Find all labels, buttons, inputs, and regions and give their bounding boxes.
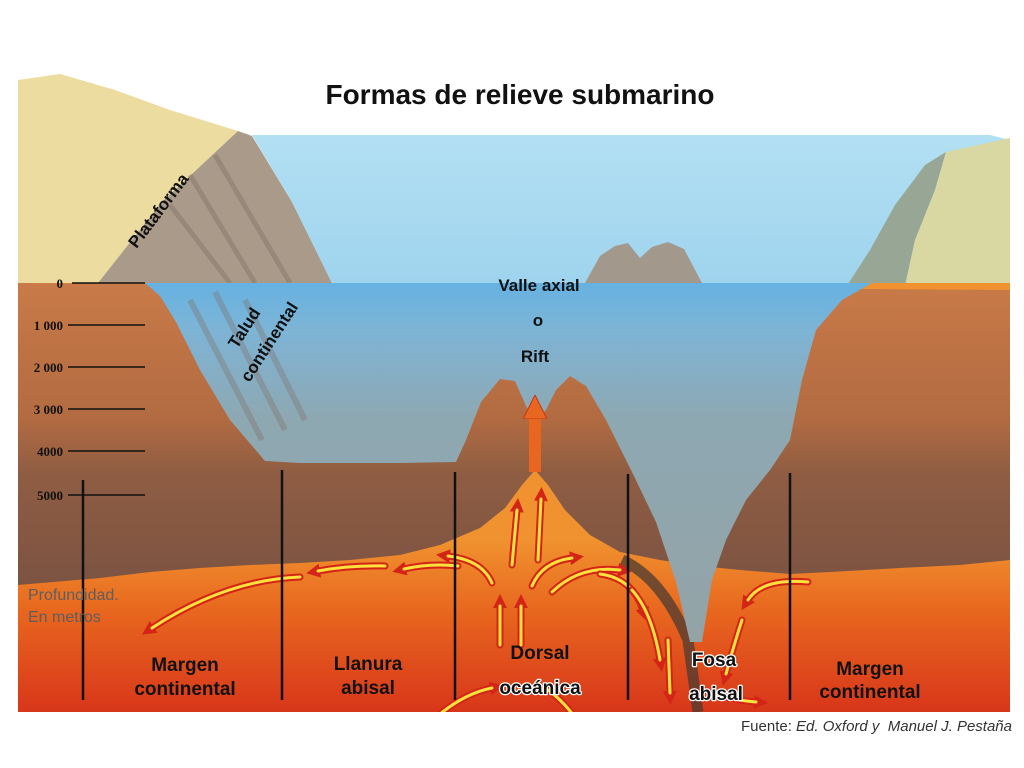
zone-label-fosa: Fosa xyxy=(692,650,737,671)
continental-shelf-slope xyxy=(98,131,332,283)
convection-arrow xyxy=(548,562,632,596)
label-valle-axial: Valle axial xyxy=(498,276,579,295)
label-valle-or: o xyxy=(533,311,543,330)
zone-label-llanura: Llanura xyxy=(334,654,403,675)
depth-tick-label: 1 000 xyxy=(34,318,63,333)
page-title: Formas de relieve submarino xyxy=(325,79,714,110)
right-coastal-land xyxy=(905,138,1010,292)
coastal-land xyxy=(18,74,238,283)
zone-label-margen-left-2: continental xyxy=(134,679,235,700)
convection-arrow xyxy=(437,681,504,712)
zone-label-margen-right: Margen xyxy=(836,659,904,680)
depth-tick-label: 3 000 xyxy=(34,402,63,417)
shelf-streak xyxy=(168,153,293,285)
depth-tick-label: 4000 xyxy=(37,444,63,459)
label-rift: Rift xyxy=(521,347,550,366)
convection-arrow xyxy=(698,686,768,709)
source-credit: Fuente: Ed. Oxford y Manuel J. Pestaña xyxy=(741,718,1012,735)
convection-arrow xyxy=(306,562,389,578)
zone-label-dorsal-2: oceánica xyxy=(499,678,581,699)
convection-arrow xyxy=(662,636,677,705)
zone-label-margen-left: Margen xyxy=(151,655,219,676)
sea-surface xyxy=(252,135,1010,283)
zone-label-margen-right-2: continental xyxy=(819,682,920,703)
depth-caption: Profundidad. xyxy=(28,587,119,604)
talud-sediment-streaks xyxy=(187,290,308,442)
convection-arrow xyxy=(719,616,746,686)
convection-arrow xyxy=(436,549,496,587)
convection-arrow xyxy=(392,561,462,576)
zone-label-llanura-2: abisal xyxy=(341,678,395,699)
zone-label-fosa-2: abisal xyxy=(689,684,743,705)
source-prefix: Fuente: xyxy=(741,718,796,735)
right-continental-slope xyxy=(848,152,946,286)
convection-arrow xyxy=(628,586,667,672)
convection-arrow xyxy=(528,551,584,590)
depth-caption-unit: En metros xyxy=(28,609,101,626)
back-ridge-peaks xyxy=(585,242,702,283)
convection-arrow xyxy=(508,498,524,569)
depth-tick-label: 5000 xyxy=(37,488,63,503)
ocean-water xyxy=(145,283,872,642)
zone-label-dorsal: Dorsal xyxy=(510,643,569,664)
depth-tick-label: 0 xyxy=(57,276,64,291)
depth-tick-label: 2 000 xyxy=(34,360,63,375)
convection-arrow xyxy=(533,487,548,564)
source-authors: Ed. Oxford y Manuel J. Pestaña xyxy=(796,718,1012,735)
convection-arrow xyxy=(741,577,812,611)
convection-arrow xyxy=(544,686,576,712)
